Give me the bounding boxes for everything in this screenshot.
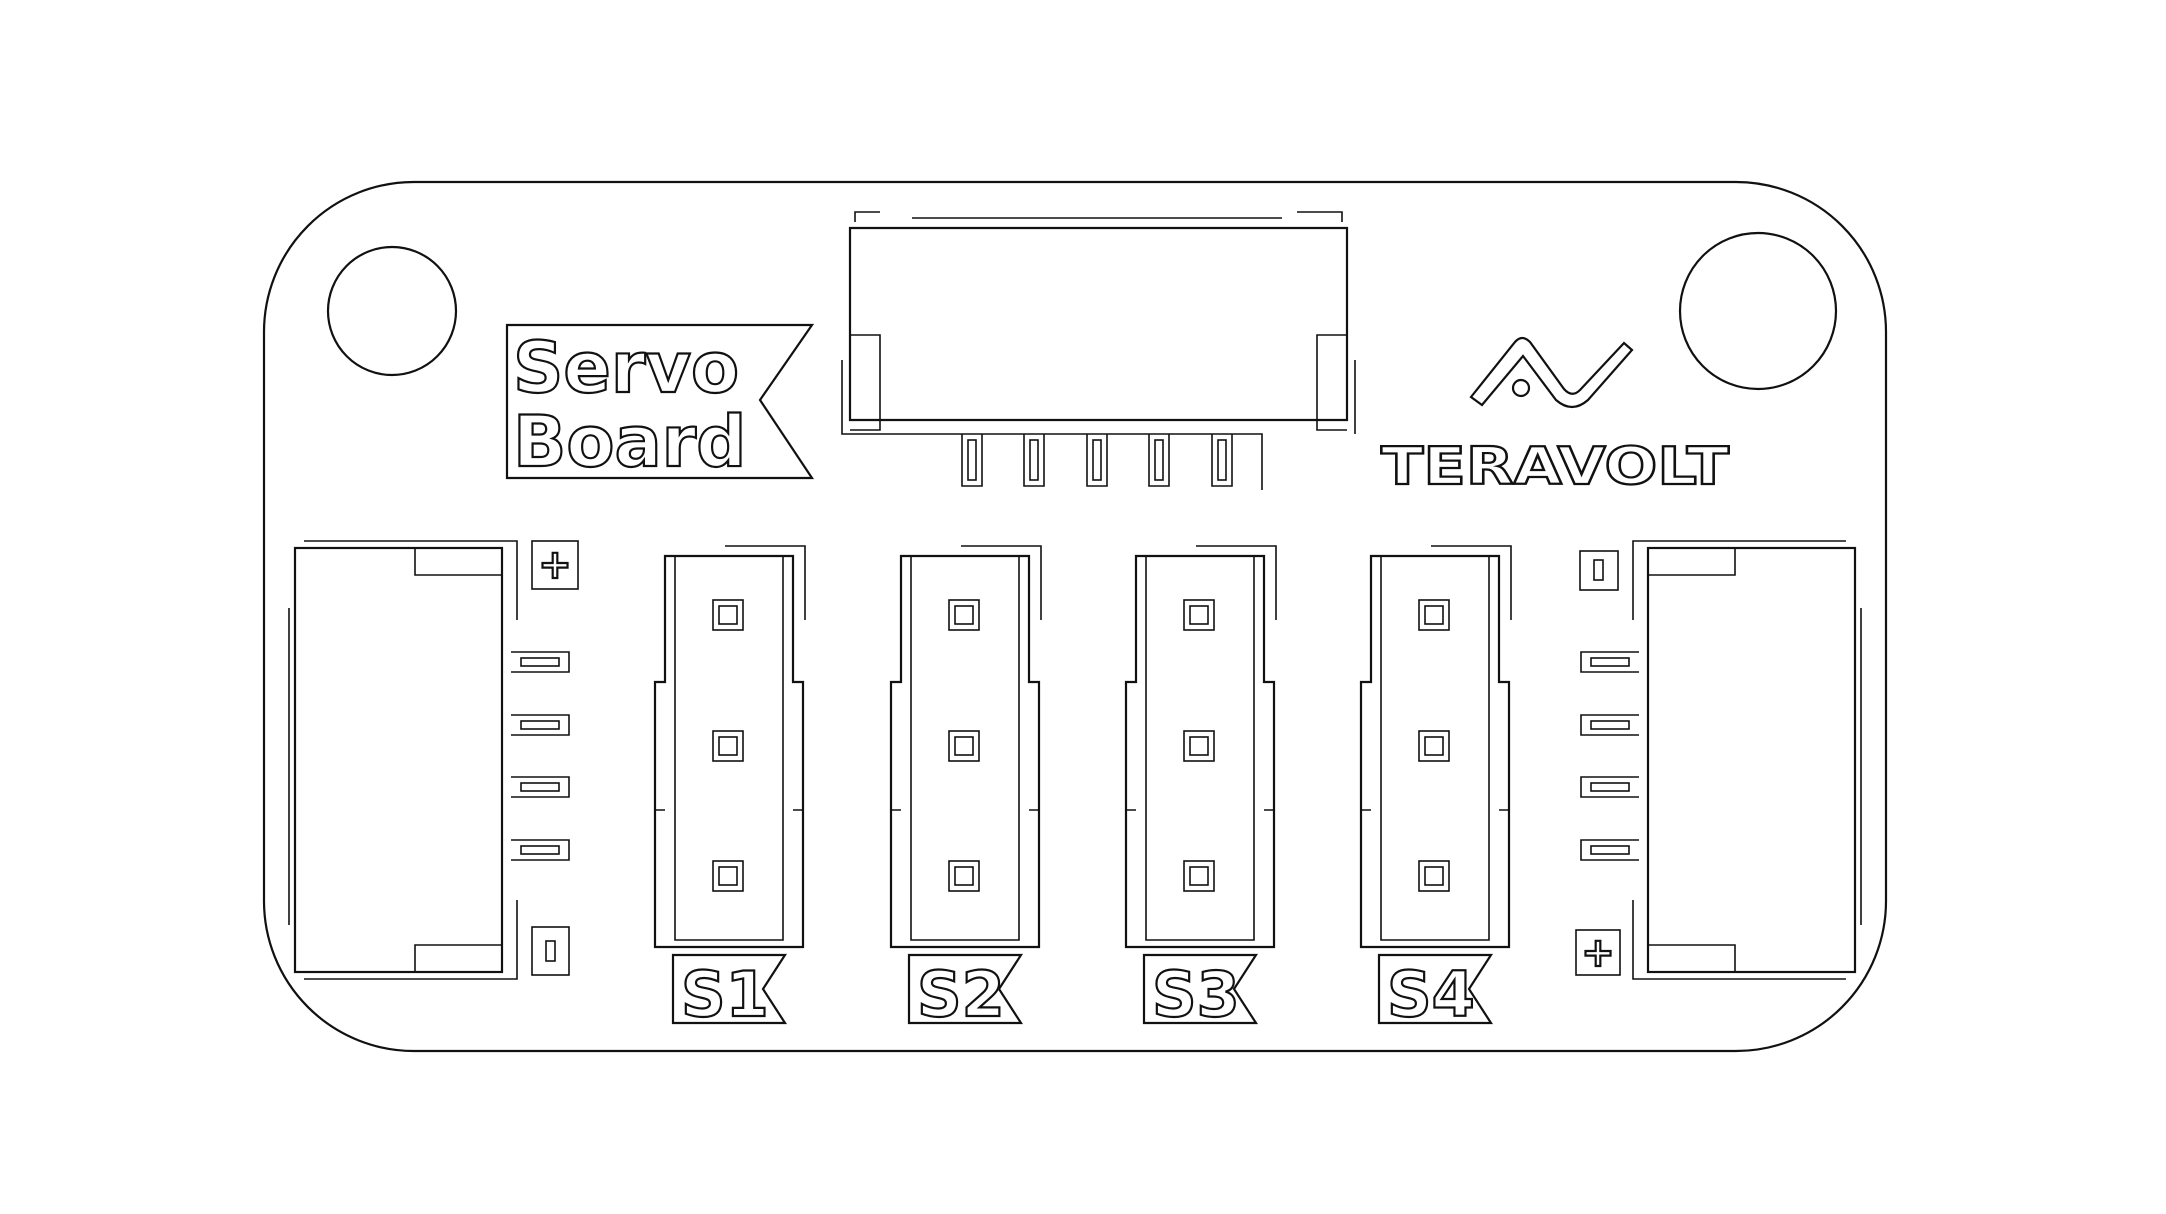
teravolt-wave-icon [1469, 336, 1634, 409]
servo-label: S3 [1152, 958, 1240, 1031]
servo-label-flag [1377, 953, 1494, 1025]
connector-pin [1580, 776, 1639, 798]
servo-label: S4 [1387, 958, 1475, 1031]
servo-header-s3: S3 [1124, 545, 1277, 1032]
connector-pin-inner [1029, 439, 1039, 481]
servo-pin [1183, 860, 1215, 892]
servo-pin [948, 730, 980, 762]
connector-pin [1580, 714, 1639, 736]
connector-pin-inner [1590, 657, 1630, 667]
power-connector-right [1580, 540, 1862, 980]
polarity-minus-right [1579, 550, 1619, 591]
teravolt-dot-icon [1511, 378, 1531, 398]
servo-pin [712, 730, 744, 762]
connector-pin-inner [520, 782, 560, 792]
polarity-minus-left [531, 926, 570, 976]
servo-label: S1 [681, 958, 769, 1031]
polarity-plus-right: + [1575, 929, 1621, 977]
connector-pin [1023, 434, 1045, 487]
servo-header-s4: S4 [1359, 545, 1512, 1032]
brand-name: TERAVOLT [1381, 437, 1730, 497]
servo-label: S2 [917, 958, 1005, 1031]
connector-pin [961, 434, 983, 487]
servo-pin [712, 599, 744, 631]
connector-pin-inner [1590, 720, 1630, 730]
connector-pin [1148, 434, 1170, 487]
servo-headers: S1 S2 S3 S4 [653, 545, 1512, 1032]
servo-pin [1418, 730, 1450, 762]
connector-pin [1580, 839, 1639, 861]
connector-pin-inner [520, 845, 560, 855]
mounting-hole-left [326, 245, 458, 377]
servo-pin [1418, 860, 1450, 892]
servo-pin [712, 860, 744, 892]
connector-pin-inner [967, 439, 977, 481]
servo-label-flag [1142, 953, 1259, 1025]
connector-pin-inner [1217, 439, 1227, 481]
connector-pin-inner [1154, 439, 1164, 481]
servo-pin [1183, 599, 1215, 631]
connector-pin-inner [520, 720, 560, 730]
servo-pin [1183, 730, 1215, 762]
connector-pin-inner [520, 657, 560, 667]
servo-pin [948, 599, 980, 631]
plus-symbol: + [1581, 930, 1615, 976]
power-connector-left [288, 540, 570, 980]
servo-pin [1418, 599, 1450, 631]
connector-pin [1086, 434, 1108, 487]
teravolt-logo: TERAVOLT [1380, 336, 1731, 498]
servo-board-label: Servo Board [505, 323, 815, 484]
servo-label-flag [907, 953, 1024, 1025]
servo-pin [948, 860, 980, 892]
connector-pin-inner [1092, 439, 1102, 481]
connector-pin-inner [1590, 845, 1630, 855]
plus-symbol: + [538, 542, 572, 588]
servo-label-flag [671, 953, 788, 1025]
board-outline [262, 180, 1888, 1053]
connector-pin [511, 839, 570, 861]
polarity-plus-left: + [531, 540, 579, 590]
title-line-2: Board [513, 401, 746, 483]
connector-pin [1580, 651, 1639, 673]
connector-pin [511, 651, 570, 673]
title-line-1: Servo [513, 327, 739, 409]
connector-pin [511, 776, 570, 798]
mounting-hole-right [1678, 231, 1838, 391]
connector-pin-inner [1590, 782, 1630, 792]
connector-pin [511, 714, 570, 736]
top-connector [841, 211, 1356, 490]
servo-header-s2: S2 [889, 545, 1042, 1032]
connector-pin [1211, 434, 1233, 487]
servo-header-s1: S1 [653, 545, 806, 1032]
